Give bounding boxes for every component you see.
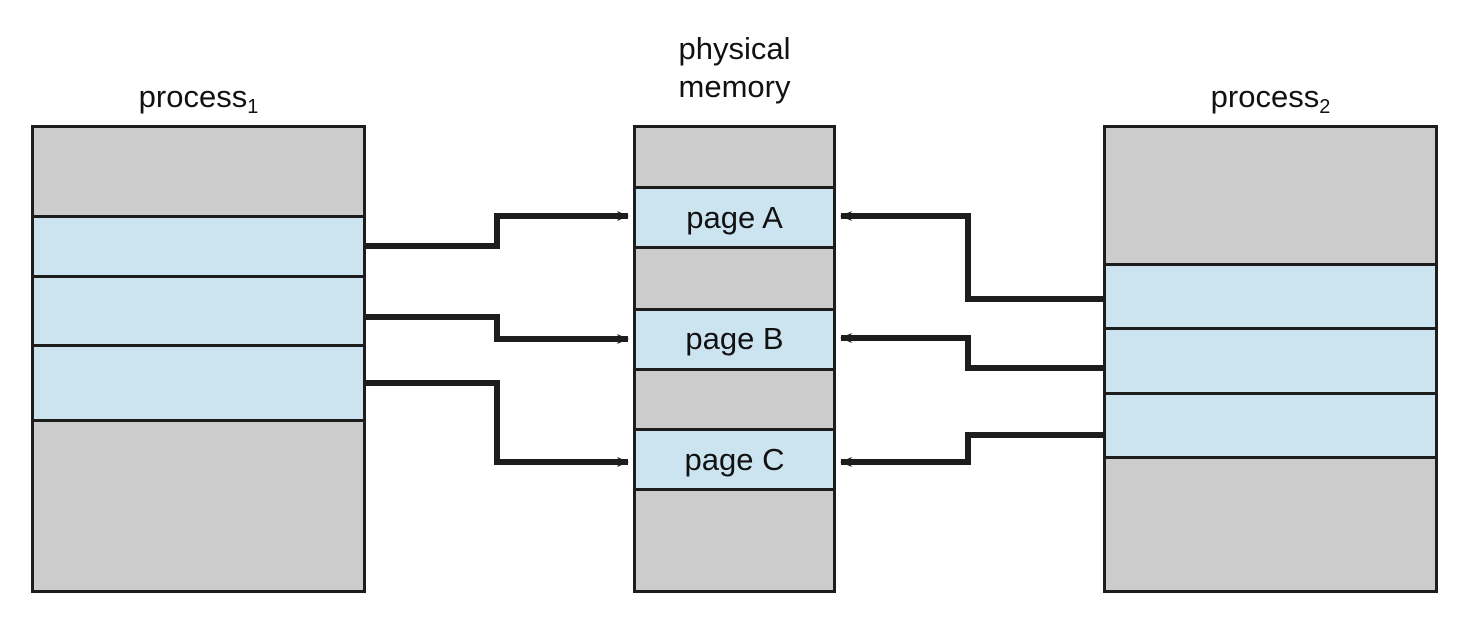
physical-memory-page-a: page A — [636, 189, 833, 250]
physical-memory-segment-5 — [636, 370, 833, 432]
process1-segment-2 — [34, 217, 363, 279]
physical-memory-title: physical memory — [598, 30, 871, 106]
physical-memory-segment-3 — [636, 249, 833, 311]
process1-memory-column — [31, 125, 366, 593]
process1-segment-4 — [34, 347, 363, 423]
physical-memory-page-b: page B — [636, 310, 833, 371]
process1-title-subscript: 1 — [247, 96, 259, 118]
process1-segment-5 — [34, 422, 363, 591]
process1-segment-3 — [34, 278, 363, 348]
process1-title-text: process — [138, 79, 248, 114]
connector-p1-pageA — [366, 211, 629, 249]
process1-title: process1 — [31, 78, 366, 120]
process2-segment-2 — [1106, 266, 1435, 331]
physical-memory-segment-7 — [636, 491, 833, 591]
connector-p2-pageB — [840, 333, 1103, 371]
process2-segment-1 — [1106, 128, 1435, 267]
process2-segment-5 — [1106, 458, 1435, 591]
connector-p1-pageC — [366, 380, 629, 467]
process2-title: process2 — [1103, 78, 1438, 120]
process2-segment-4 — [1106, 394, 1435, 459]
process2-title-subscript: 2 — [1319, 96, 1331, 118]
connector-p2-pageA — [840, 211, 1103, 302]
physical-memory-segment-1 — [636, 128, 833, 190]
process2-title-text: process — [1210, 79, 1320, 114]
process1-segment-1 — [34, 128, 363, 218]
process2-memory-column — [1103, 125, 1438, 593]
connector-p1-pageB — [366, 314, 629, 344]
physical-memory-title-line2: memory — [678, 69, 791, 104]
connector-p2-pageC — [840, 432, 1103, 467]
process2-segment-3 — [1106, 330, 1435, 395]
physical-memory-column: page A page B page C — [633, 125, 836, 593]
physical-memory-page-c: page C — [636, 431, 833, 492]
physical-memory-title-line1: physical — [678, 31, 791, 66]
